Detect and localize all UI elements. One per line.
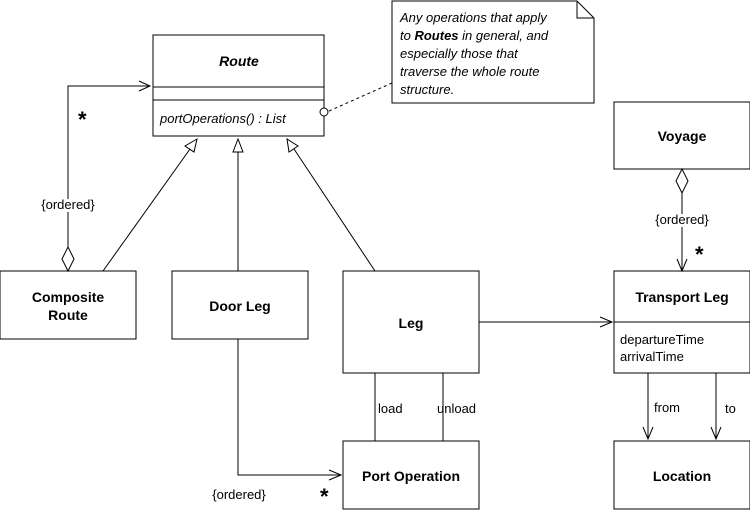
- door-leg-box: [171, 270, 309, 340]
- voyage-name: Voyage: [658, 128, 707, 144]
- note: Any operations that apply to Routes in g…: [391, 0, 595, 104]
- note-anchor-line: [328, 82, 393, 112]
- generalization-arrowhead-door-leg: [232, 137, 244, 153]
- aggregation-diamond-composite: [61, 245, 75, 273]
- association-arrowhead-from: [642, 426, 654, 441]
- generalization-leg: [293, 148, 376, 272]
- label-load: load: [378, 401, 403, 416]
- voyage-box: [613, 101, 750, 170]
- composite-route-box: [0, 270, 137, 340]
- class-leg[interactable]: Leg: [342, 270, 480, 374]
- transport-leg-name: Transport Leg: [635, 289, 728, 305]
- port-operation-name: Port Operation: [362, 468, 460, 484]
- multiplicity-port: *: [320, 484, 329, 509]
- class-door-leg[interactable]: Door Leg: [171, 270, 309, 340]
- transport-leg-attr-arrival: arrivalTime: [620, 349, 684, 364]
- generalization-composite-route: [102, 148, 191, 272]
- note-line-2: to Routes in general, and: [400, 28, 549, 43]
- generalization-arrowhead-leg: [286, 137, 299, 153]
- association-arrowhead-port: [328, 469, 343, 481]
- label-ordered-voyage: {ordered}: [655, 212, 709, 227]
- aggregation-diamond-voyage: [675, 167, 689, 195]
- class-route[interactable]: Route portOperations() : List: [152, 34, 325, 137]
- aggregation-composite-route-line: [67, 85, 150, 247]
- association-arrowhead-transport: [599, 316, 614, 328]
- composite-route-name-line1: Composite: [32, 289, 105, 305]
- class-voyage[interactable]: Voyage: [613, 101, 750, 170]
- note-line-4: traverse the whole route: [400, 64, 539, 79]
- class-transport-leg[interactable]: Transport Leg departureTime arrivalTime: [613, 270, 750, 374]
- label-ordered-composite: {ordered}: [41, 197, 95, 212]
- label-unload: unload: [437, 401, 476, 416]
- location-name: Location: [653, 468, 711, 484]
- aggregation-arrowhead-route: [138, 80, 152, 92]
- class-location[interactable]: Location: [613, 440, 750, 510]
- leg-name: Leg: [399, 315, 424, 331]
- door-leg-name: Door Leg: [209, 298, 270, 314]
- label-to: to: [725, 401, 736, 416]
- route-box: [152, 34, 325, 137]
- class-port-operation[interactable]: Port Operation: [342, 440, 480, 510]
- generalization-arrowhead-composite: [184, 137, 198, 153]
- multiplicity-transport: *: [695, 242, 704, 267]
- label-from: from: [654, 400, 680, 415]
- note-line-5: structure.: [400, 82, 454, 97]
- leg-box: [342, 270, 480, 374]
- association-arrowhead-to: [710, 426, 722, 441]
- route-operation: portOperations() : List: [159, 111, 287, 126]
- transport-leg-attr-departure: departureTime: [620, 332, 704, 347]
- association-door-leg-port: [237, 339, 341, 476]
- note-line-3: especially those that: [400, 46, 519, 61]
- location-box: [613, 440, 750, 510]
- note-line-1: Any operations that apply: [399, 10, 548, 25]
- note-anchor-circle: [319, 107, 329, 117]
- aggregation-arrowhead-transport: [676, 258, 688, 273]
- multiplicity-route: *: [78, 107, 87, 132]
- route-name: Route: [219, 53, 259, 69]
- note-fold: [576, 1, 594, 19]
- composite-route-name-line2: Route: [48, 307, 88, 323]
- note-shape: [391, 0, 595, 104]
- port-operation-box: [342, 440, 480, 510]
- label-ordered-port: {ordered}: [212, 487, 266, 502]
- class-composite-route[interactable]: Composite Route: [0, 270, 137, 340]
